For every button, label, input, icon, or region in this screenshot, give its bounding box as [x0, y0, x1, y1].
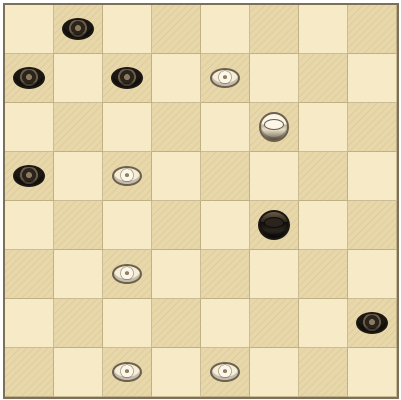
board-square[interactable] [152, 103, 201, 152]
black-piece[interactable] [62, 18, 94, 40]
board-square[interactable] [348, 201, 397, 250]
board-square[interactable] [103, 299, 152, 348]
board-square[interactable] [54, 103, 103, 152]
board-square[interactable] [201, 5, 250, 54]
board-square[interactable] [299, 152, 348, 201]
board-square[interactable] [5, 348, 54, 397]
board-square[interactable] [299, 299, 348, 348]
black-piece[interactable] [13, 67, 45, 89]
white-king-piece[interactable] [259, 112, 289, 142]
board-square[interactable] [250, 152, 299, 201]
board-square[interactable] [5, 250, 54, 299]
board-square[interactable] [348, 299, 397, 348]
board-square[interactable] [348, 250, 397, 299]
board-square[interactable] [201, 299, 250, 348]
checkerboard [5, 5, 397, 397]
board-square[interactable] [54, 250, 103, 299]
board-square[interactable] [152, 54, 201, 103]
board-square[interactable] [201, 152, 250, 201]
board-square[interactable] [103, 54, 152, 103]
board-square[interactable] [250, 348, 299, 397]
board-square[interactable] [201, 250, 250, 299]
white-piece[interactable] [112, 362, 142, 382]
board-square[interactable] [103, 5, 152, 54]
board-square[interactable] [152, 250, 201, 299]
board-square[interactable] [5, 54, 54, 103]
board-square[interactable] [201, 348, 250, 397]
board-square[interactable] [348, 5, 397, 54]
black-piece[interactable] [356, 312, 388, 334]
board-square[interactable] [152, 201, 201, 250]
board-square[interactable] [250, 5, 299, 54]
board-square[interactable] [103, 348, 152, 397]
board-square[interactable] [250, 250, 299, 299]
board-square[interactable] [250, 201, 299, 250]
white-piece[interactable] [210, 362, 240, 382]
board-square[interactable] [152, 152, 201, 201]
checkerboard-frame [3, 3, 399, 399]
board-square[interactable] [152, 348, 201, 397]
board-square[interactable] [103, 250, 152, 299]
board-square[interactable] [5, 103, 54, 152]
black-king-piece[interactable] [258, 210, 290, 240]
board-square[interactable] [152, 5, 201, 54]
board-square[interactable] [103, 152, 152, 201]
board-square[interactable] [299, 201, 348, 250]
black-piece[interactable] [111, 67, 143, 89]
board-square[interactable] [201, 54, 250, 103]
white-piece[interactable] [210, 68, 240, 88]
board-square[interactable] [54, 5, 103, 54]
board-square[interactable] [201, 103, 250, 152]
board-square[interactable] [54, 54, 103, 103]
board-square[interactable] [5, 299, 54, 348]
board-square[interactable] [299, 348, 348, 397]
board-square[interactable] [5, 152, 54, 201]
board-square[interactable] [348, 103, 397, 152]
board-square[interactable] [299, 250, 348, 299]
board-square[interactable] [348, 152, 397, 201]
board-square[interactable] [5, 5, 54, 54]
board-square[interactable] [54, 152, 103, 201]
board-square[interactable] [103, 103, 152, 152]
board-square[interactable] [54, 299, 103, 348]
black-piece[interactable] [13, 165, 45, 187]
white-piece[interactable] [112, 166, 142, 186]
board-square[interactable] [299, 103, 348, 152]
board-square[interactable] [348, 54, 397, 103]
board-square[interactable] [152, 299, 201, 348]
board-square[interactable] [250, 299, 299, 348]
board-square[interactable] [348, 348, 397, 397]
board-square[interactable] [5, 201, 54, 250]
board-square[interactable] [201, 201, 250, 250]
white-piece[interactable] [112, 264, 142, 284]
board-square[interactable] [299, 54, 348, 103]
board-square[interactable] [250, 103, 299, 152]
board-square[interactable] [103, 201, 152, 250]
board-square[interactable] [250, 54, 299, 103]
board-square[interactable] [299, 5, 348, 54]
board-square[interactable] [54, 201, 103, 250]
board-square[interactable] [54, 348, 103, 397]
